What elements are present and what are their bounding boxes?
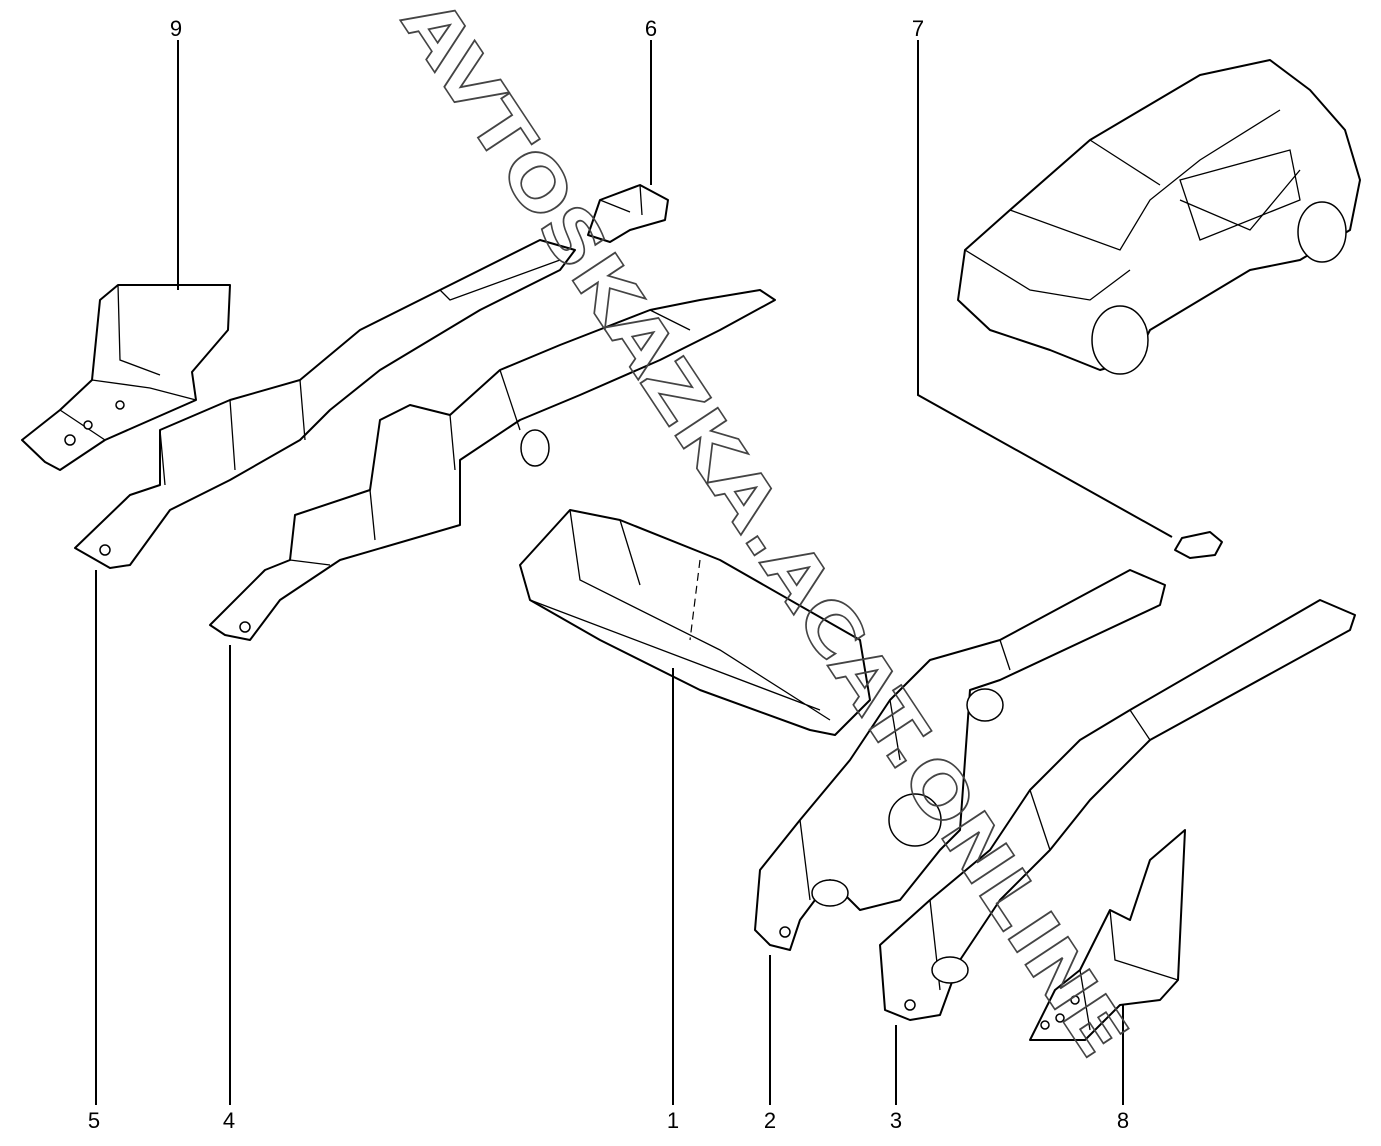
callout-6[interactable]: 6 — [645, 16, 657, 41]
part-9-bracket[interactable] — [21, 284, 231, 471]
vehicle-overview-illustration — [957, 59, 1361, 375]
part-1-floor-member[interactable] — [519, 509, 871, 736]
part-5-rear-side-member[interactable] — [74, 239, 576, 569]
callout-2[interactable]: 2 — [764, 1108, 776, 1133]
callout-1[interactable]: 1 — [667, 1108, 679, 1133]
callout-4[interactable]: 4 — [223, 1108, 235, 1133]
callout-7[interactable]: 7 — [912, 16, 924, 41]
part-3-front-side-member[interactable] — [879, 599, 1356, 1021]
callout-3[interactable]: 3 — [890, 1108, 902, 1133]
part-2-front-side-member[interactable] — [754, 569, 1166, 951]
part-4-rear-side-member[interactable] — [209, 289, 776, 641]
callout-5[interactable]: 5 — [88, 1108, 100, 1133]
part-6-bracket[interactable] — [587, 184, 669, 243]
callout-8[interactable]: 8 — [1117, 1108, 1129, 1133]
part-8-bracket[interactable] — [1029, 829, 1186, 1041]
callout-9[interactable]: 9 — [170, 16, 182, 41]
leader-lines — [95, 40, 1173, 1105]
part-7-clip[interactable] — [1174, 531, 1223, 559]
